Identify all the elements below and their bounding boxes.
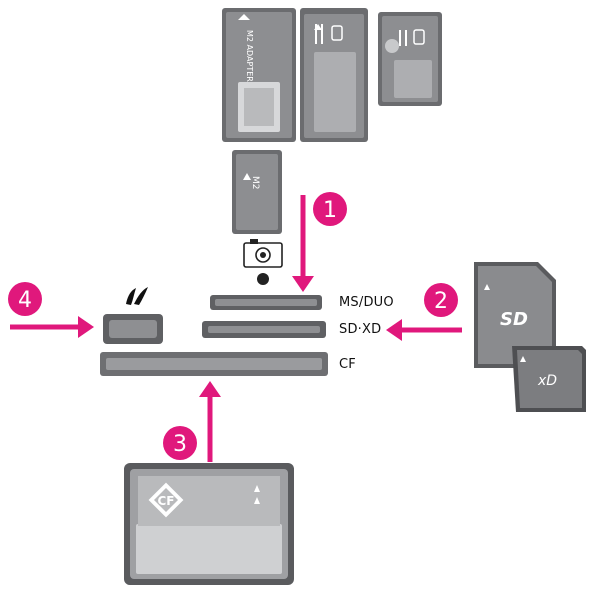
step-1-number: 1 [323, 198, 337, 223]
sd-xd-slot-label: SD·XD [339, 322, 382, 337]
cf-slot [100, 352, 328, 376]
pictbridge-icon [126, 287, 148, 305]
memory-stick-micro-card [378, 12, 442, 106]
memory-stick-duo-card [300, 8, 368, 142]
step-4-marker: 4 [8, 282, 94, 338]
step-1-marker: 1 [292, 192, 347, 292]
step-3-number: 3 [173, 432, 187, 457]
cf-slot-label: CF [339, 357, 356, 372]
sd-card: SD [474, 262, 556, 368]
sd-xd-slot [202, 321, 326, 338]
camera-icon [243, 239, 283, 285]
m2-card-label: M2 [250, 176, 260, 190]
step-4-number: 4 [18, 288, 32, 313]
cf-card: CF [124, 463, 294, 585]
m2-adapter-label: M2 ADAPTER [245, 30, 254, 82]
xd-card: xD [512, 346, 586, 412]
step-2-number: 2 [434, 289, 448, 314]
cf-logo: CF [157, 494, 174, 508]
xd-logo: xD [537, 373, 557, 389]
ms-duo-slot-label: MS/DUO [339, 295, 394, 310]
m2-adapter-card: M2 ADAPTER [222, 8, 296, 142]
step-2-marker: 2 [386, 283, 462, 341]
pictbridge-port [103, 314, 163, 344]
step-3-marker: 3 [163, 381, 221, 462]
ms-duo-slot [210, 295, 322, 310]
sd-logo: SD [500, 309, 528, 330]
m2-card: M2 [232, 150, 282, 234]
